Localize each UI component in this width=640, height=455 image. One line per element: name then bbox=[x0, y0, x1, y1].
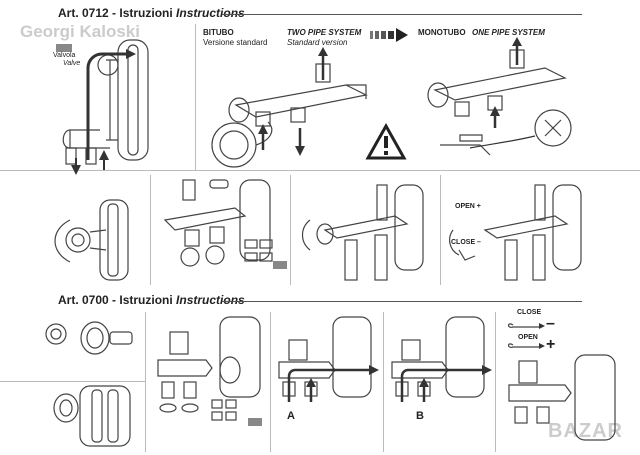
flow-a-illustration bbox=[278, 316, 379, 402]
monotubo-title-en: ONE PIPE SYSTEM bbox=[472, 28, 545, 37]
separator bbox=[195, 24, 196, 170]
valve-label-it: Valvola bbox=[53, 52, 76, 59]
flow-b-illustration bbox=[391, 316, 492, 402]
watermark-text: Georgi Kaloski bbox=[20, 22, 140, 41]
radiator-valve-illustration bbox=[56, 39, 149, 175]
valve-label-en: Valve bbox=[63, 60, 81, 67]
separator bbox=[383, 312, 384, 452]
info-icon bbox=[56, 44, 72, 52]
bitubo-subtitle-en: Standard version bbox=[287, 38, 348, 47]
fitting-step2-illustration bbox=[163, 179, 287, 269]
open-label: OPEN bbox=[518, 334, 538, 341]
warning-icon bbox=[365, 122, 407, 160]
fitting-step1-illustration bbox=[54, 199, 129, 281]
section2-rule bbox=[222, 301, 582, 302]
separator bbox=[150, 175, 151, 285]
separator bbox=[290, 175, 291, 285]
separator bbox=[0, 170, 640, 171]
fitting-step4-illustration bbox=[449, 184, 582, 281]
separator bbox=[440, 175, 441, 285]
monotubo-title: MONOTUBO bbox=[418, 28, 466, 37]
nut-assembly-illustration bbox=[45, 321, 133, 355]
separator bbox=[495, 312, 496, 452]
arrow-right-icon bbox=[370, 28, 408, 42]
section2-heading: Art. 0700 - Istruzioni Instructions bbox=[58, 293, 245, 307]
minus-sign: – bbox=[546, 315, 555, 332]
valve-body-illustration bbox=[157, 316, 262, 426]
close-minus-label: CLOSE – bbox=[451, 239, 481, 246]
close-label: CLOSE bbox=[517, 309, 542, 316]
open-plus-label: OPEN + bbox=[455, 203, 481, 210]
nut-mounted-illustration bbox=[53, 385, 131, 447]
bitubo-title: BITUBO bbox=[203, 28, 234, 37]
watermark-logo: BAZAR bbox=[548, 420, 623, 442]
section1-rule bbox=[222, 14, 582, 15]
bitubo-title-en: TWO PIPE SYSTEM bbox=[287, 28, 362, 37]
valve-adjust-illustration bbox=[507, 323, 616, 441]
separator bbox=[0, 381, 145, 382]
bitubo-subtitle: Versione standard bbox=[203, 38, 268, 47]
plus-sign: + bbox=[546, 336, 556, 353]
fitting-step3-illustration bbox=[301, 184, 424, 281]
label-b: B bbox=[416, 410, 424, 422]
separator bbox=[145, 312, 146, 452]
monotubo-valve-illustration bbox=[427, 37, 572, 156]
bitubo-valve-illustration bbox=[211, 47, 368, 168]
info-icon bbox=[273, 261, 287, 269]
section1-heading: Art. 0712 - Istruzioni Instructions bbox=[58, 6, 245, 20]
label-a: A bbox=[287, 410, 295, 422]
info-icon bbox=[248, 418, 262, 426]
separator bbox=[270, 312, 271, 452]
